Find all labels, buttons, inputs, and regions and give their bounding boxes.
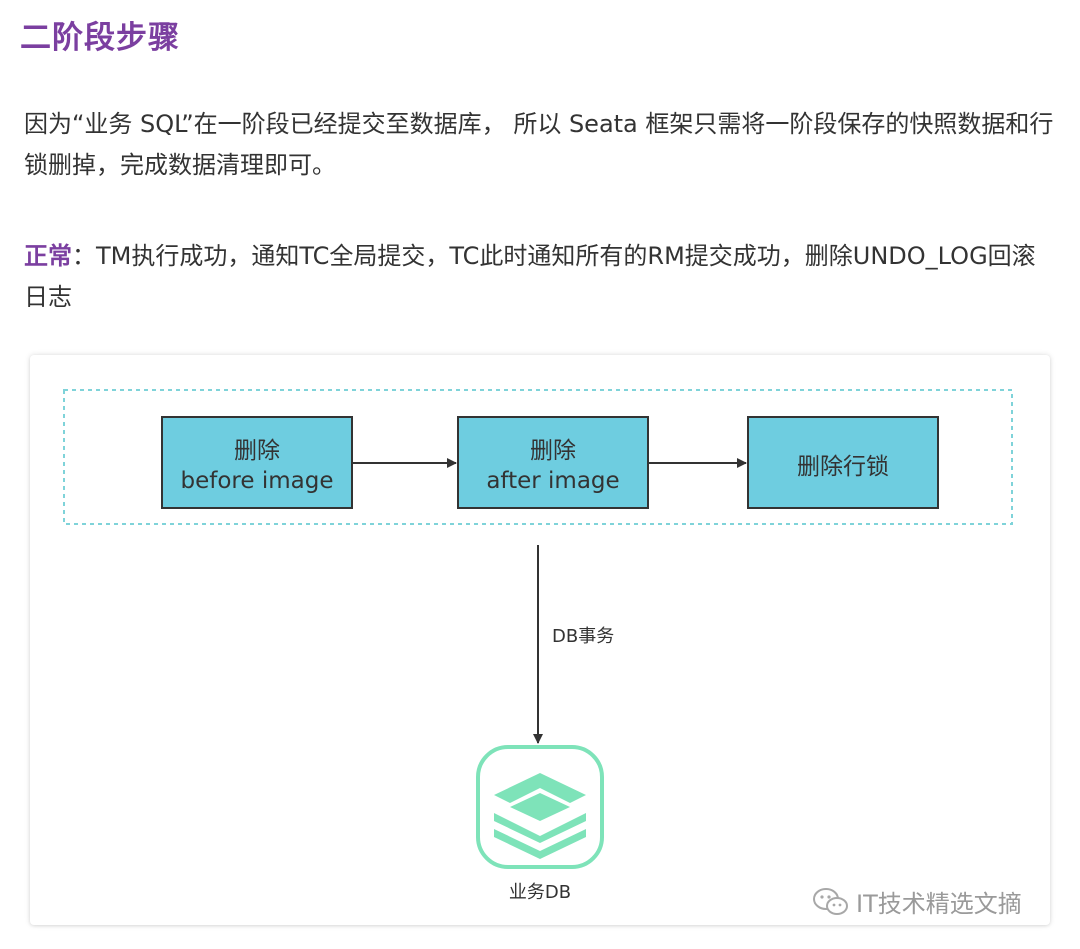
delete-before-image-box: 删除 before image [161, 416, 353, 509]
section-heading: 二阶段步骤 [20, 20, 180, 56]
database-icon [476, 745, 604, 869]
box1-line2: before image [181, 468, 334, 494]
delete-row-lock-box: 删除行锁 [747, 416, 939, 509]
box1-line1: 删除 [234, 438, 280, 464]
watermark-text: IT技术精选文摘 [856, 890, 1022, 918]
normal-label: 正常 [24, 242, 72, 270]
box3-line1: 删除行锁 [797, 454, 889, 480]
normal-description: ：TM执行成功，通知TC全局提交，TC此时通知所有的RM提交成功，删除UNDO_… [24, 242, 1036, 311]
wechat-icon [813, 887, 848, 915]
box2-line1: 删除 [530, 438, 576, 464]
dashed-group-border [63, 389, 1013, 525]
business-db-label: 业务DB [509, 882, 571, 903]
diagram-canvas: 删除 before image 删除 after image 删除行锁 DB事务… [63, 389, 1013, 903]
phase-two-diagram: 删除 before image 删除 after image 删除行锁 DB事务… [30, 355, 1050, 925]
paragraph-seata-cleanup: 因为“业务 SQL”在一阶段已经提交至数据库， 所以 Seata 框架只需将一阶… [24, 110, 1054, 179]
watermark: IT技术精选文摘 [812, 884, 1022, 919]
db-transaction-label: DB事务 [552, 626, 614, 647]
delete-after-image-box: 删除 after image [457, 416, 649, 509]
paragraph-normal-case: 正常：TM执行成功，通知TC全局提交，TC此时通知所有的RM提交成功，删除UND… [24, 236, 1054, 318]
box2-line2: after image [486, 468, 619, 494]
